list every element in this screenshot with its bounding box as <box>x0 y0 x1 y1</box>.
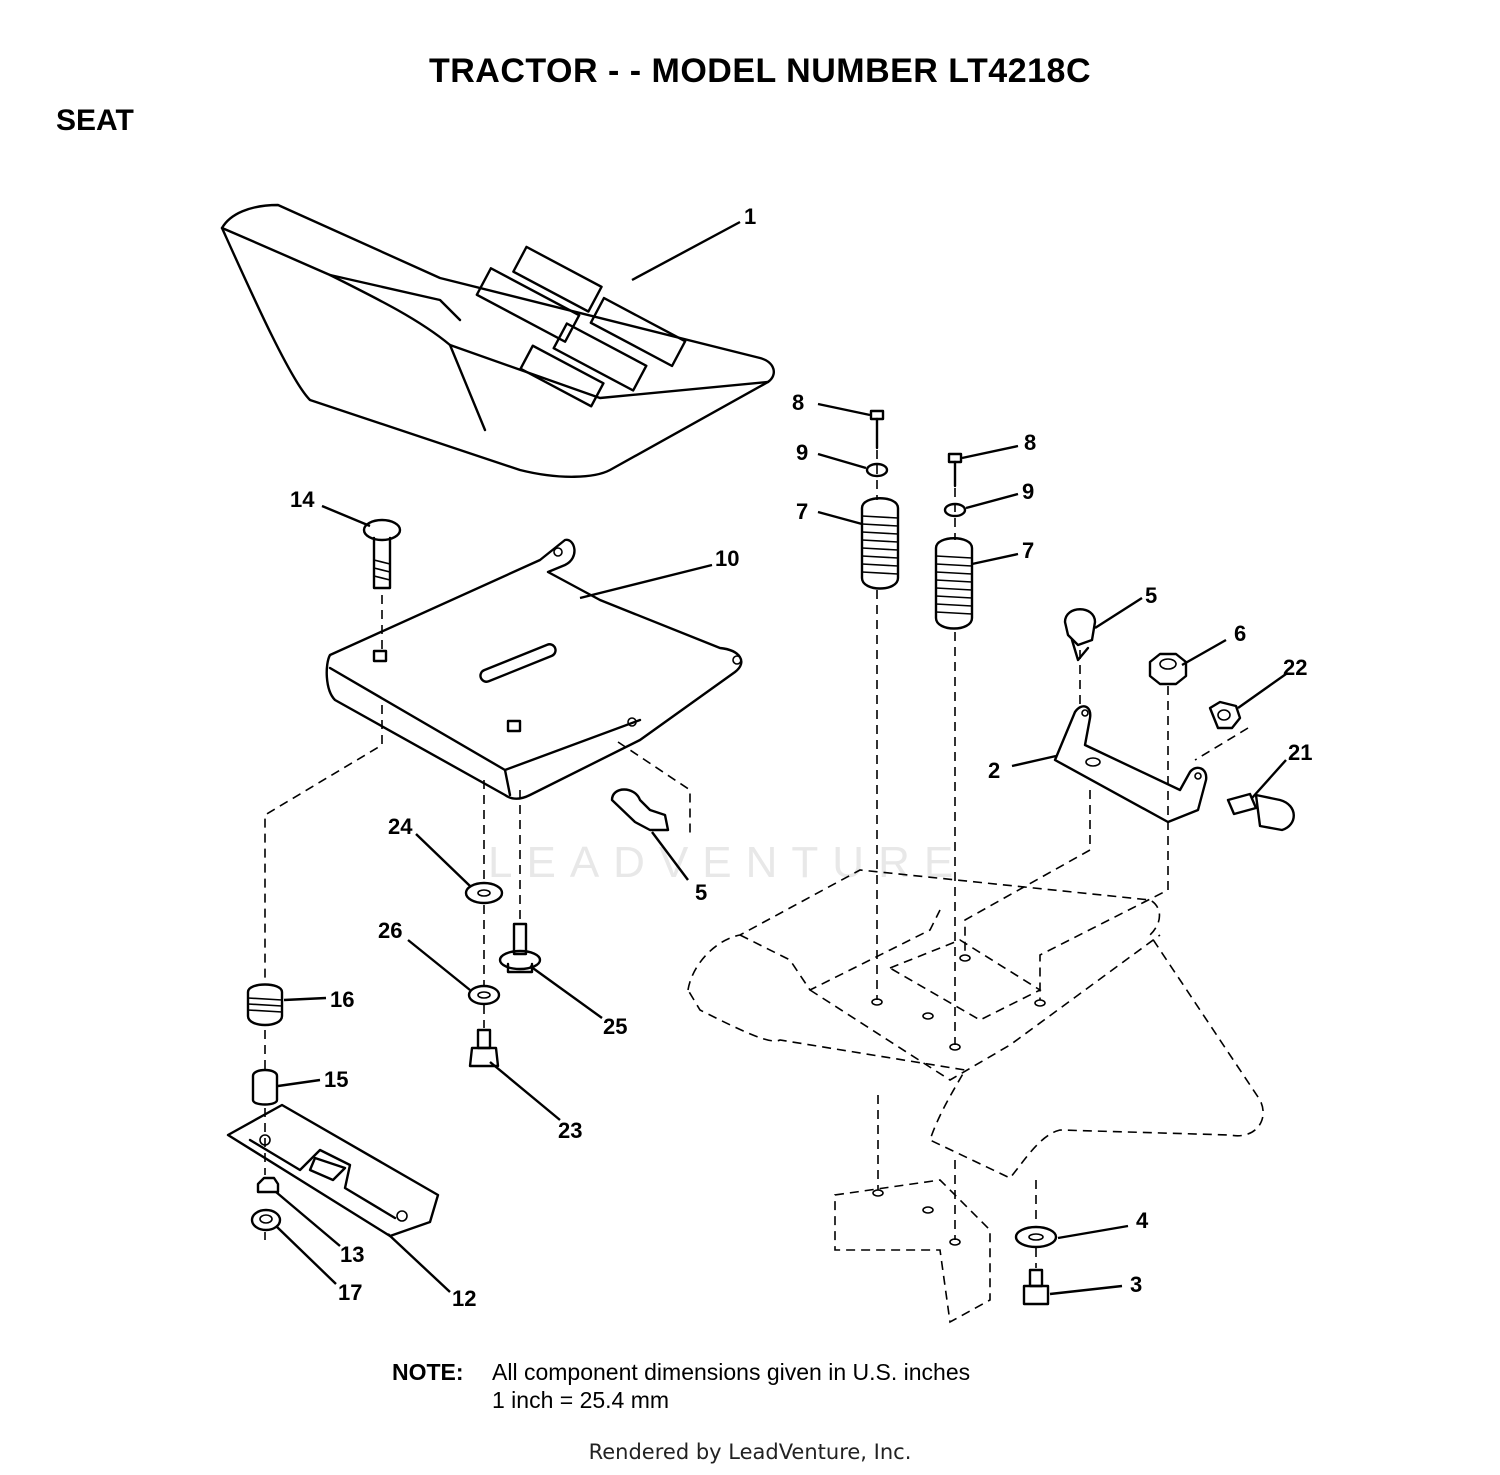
callout-25: 25 <box>603 1014 627 1039</box>
callout-7-left: 7 <box>796 499 808 524</box>
washer-part-17 <box>250 1208 282 1232</box>
callout-26: 26 <box>378 918 402 943</box>
callout-10: 10 <box>715 546 739 571</box>
clip-part-5-right <box>1063 608 1097 662</box>
callout-14: 14 <box>290 487 315 512</box>
rendered-by-footer: Rendered by LeadVenture, Inc. <box>588 1440 912 1464</box>
bushing-part-15 <box>251 1068 279 1106</box>
callout-21: 21 <box>1288 740 1312 765</box>
bolt-part-3 <box>1022 1268 1050 1306</box>
callout-23: 23 <box>558 1118 582 1143</box>
callout-24: 24 <box>388 814 413 839</box>
watermark: LEADVENTURE <box>488 838 968 887</box>
nut-part-13 <box>256 1176 280 1194</box>
spring-part-7-left <box>860 497 900 590</box>
clip-part-5-left <box>610 788 670 832</box>
callout-15: 15 <box>324 1067 348 1092</box>
washer-part-4 <box>1014 1225 1058 1249</box>
bolt-part-8-left <box>869 409 885 450</box>
shoulder-bolt-part-21 <box>1226 792 1295 832</box>
callout-22: 22 <box>1283 655 1307 680</box>
seat-part-1 <box>220 203 776 478</box>
washer-part-24 <box>464 881 504 905</box>
callout-6: 6 <box>1234 621 1246 646</box>
callout-3: 3 <box>1130 1272 1142 1297</box>
carriage-bolt-part-14 <box>362 518 402 590</box>
callout-1: 1 <box>744 204 756 229</box>
bolt-part-23 <box>468 1028 500 1068</box>
callout-8-left: 8 <box>792 390 804 415</box>
callout-17: 17 <box>338 1280 362 1305</box>
callout-4: 4 <box>1136 1208 1149 1233</box>
section-title: SEAT <box>56 104 134 137</box>
callout-2: 2 <box>988 758 1000 783</box>
callout-9-right: 9 <box>1022 479 1034 504</box>
nut-part-22 <box>1208 700 1242 730</box>
bolt-part-8-right <box>947 452 963 488</box>
leader-lines <box>275 220 1287 1296</box>
bracket-part-2 <box>1053 705 1208 824</box>
nut-part-6 <box>1148 652 1188 686</box>
assembly-guide-lines <box>264 450 1249 1268</box>
callout-13: 13 <box>340 1242 364 1267</box>
callout-12: 12 <box>452 1286 476 1311</box>
callout-8-right: 8 <box>1024 430 1036 455</box>
callout-7-right: 7 <box>1022 538 1034 563</box>
seat-pan-part-10 <box>325 538 743 800</box>
page-title: TRACTOR - - MODEL NUMBER LT4218C <box>428 52 1092 90</box>
washer-part-9-left <box>865 462 889 478</box>
lock-washer-part-26 <box>467 984 501 1006</box>
spring-part-7-right <box>934 537 974 630</box>
spring-part-16 <box>246 983 284 1027</box>
note-label: NOTE: <box>392 1359 464 1385</box>
dimension-note: NOTE: All component dimensions given in U… <box>392 1358 970 1414</box>
callout-16: 16 <box>330 987 354 1012</box>
plate-part-12 <box>226 1103 440 1238</box>
callout-9-left: 9 <box>796 440 808 465</box>
callout-5-left: 5 <box>695 880 707 905</box>
fender-deck-outline <box>687 869 1264 1324</box>
note-line-1: All component dimensions given in U.S. i… <box>492 1359 971 1385</box>
deck-holes <box>871 954 1046 1246</box>
bolt-part-25 <box>498 922 542 974</box>
note-line-2: 1 inch = 25.4 mm <box>492 1387 670 1413</box>
callout-5-right: 5 <box>1145 583 1157 608</box>
